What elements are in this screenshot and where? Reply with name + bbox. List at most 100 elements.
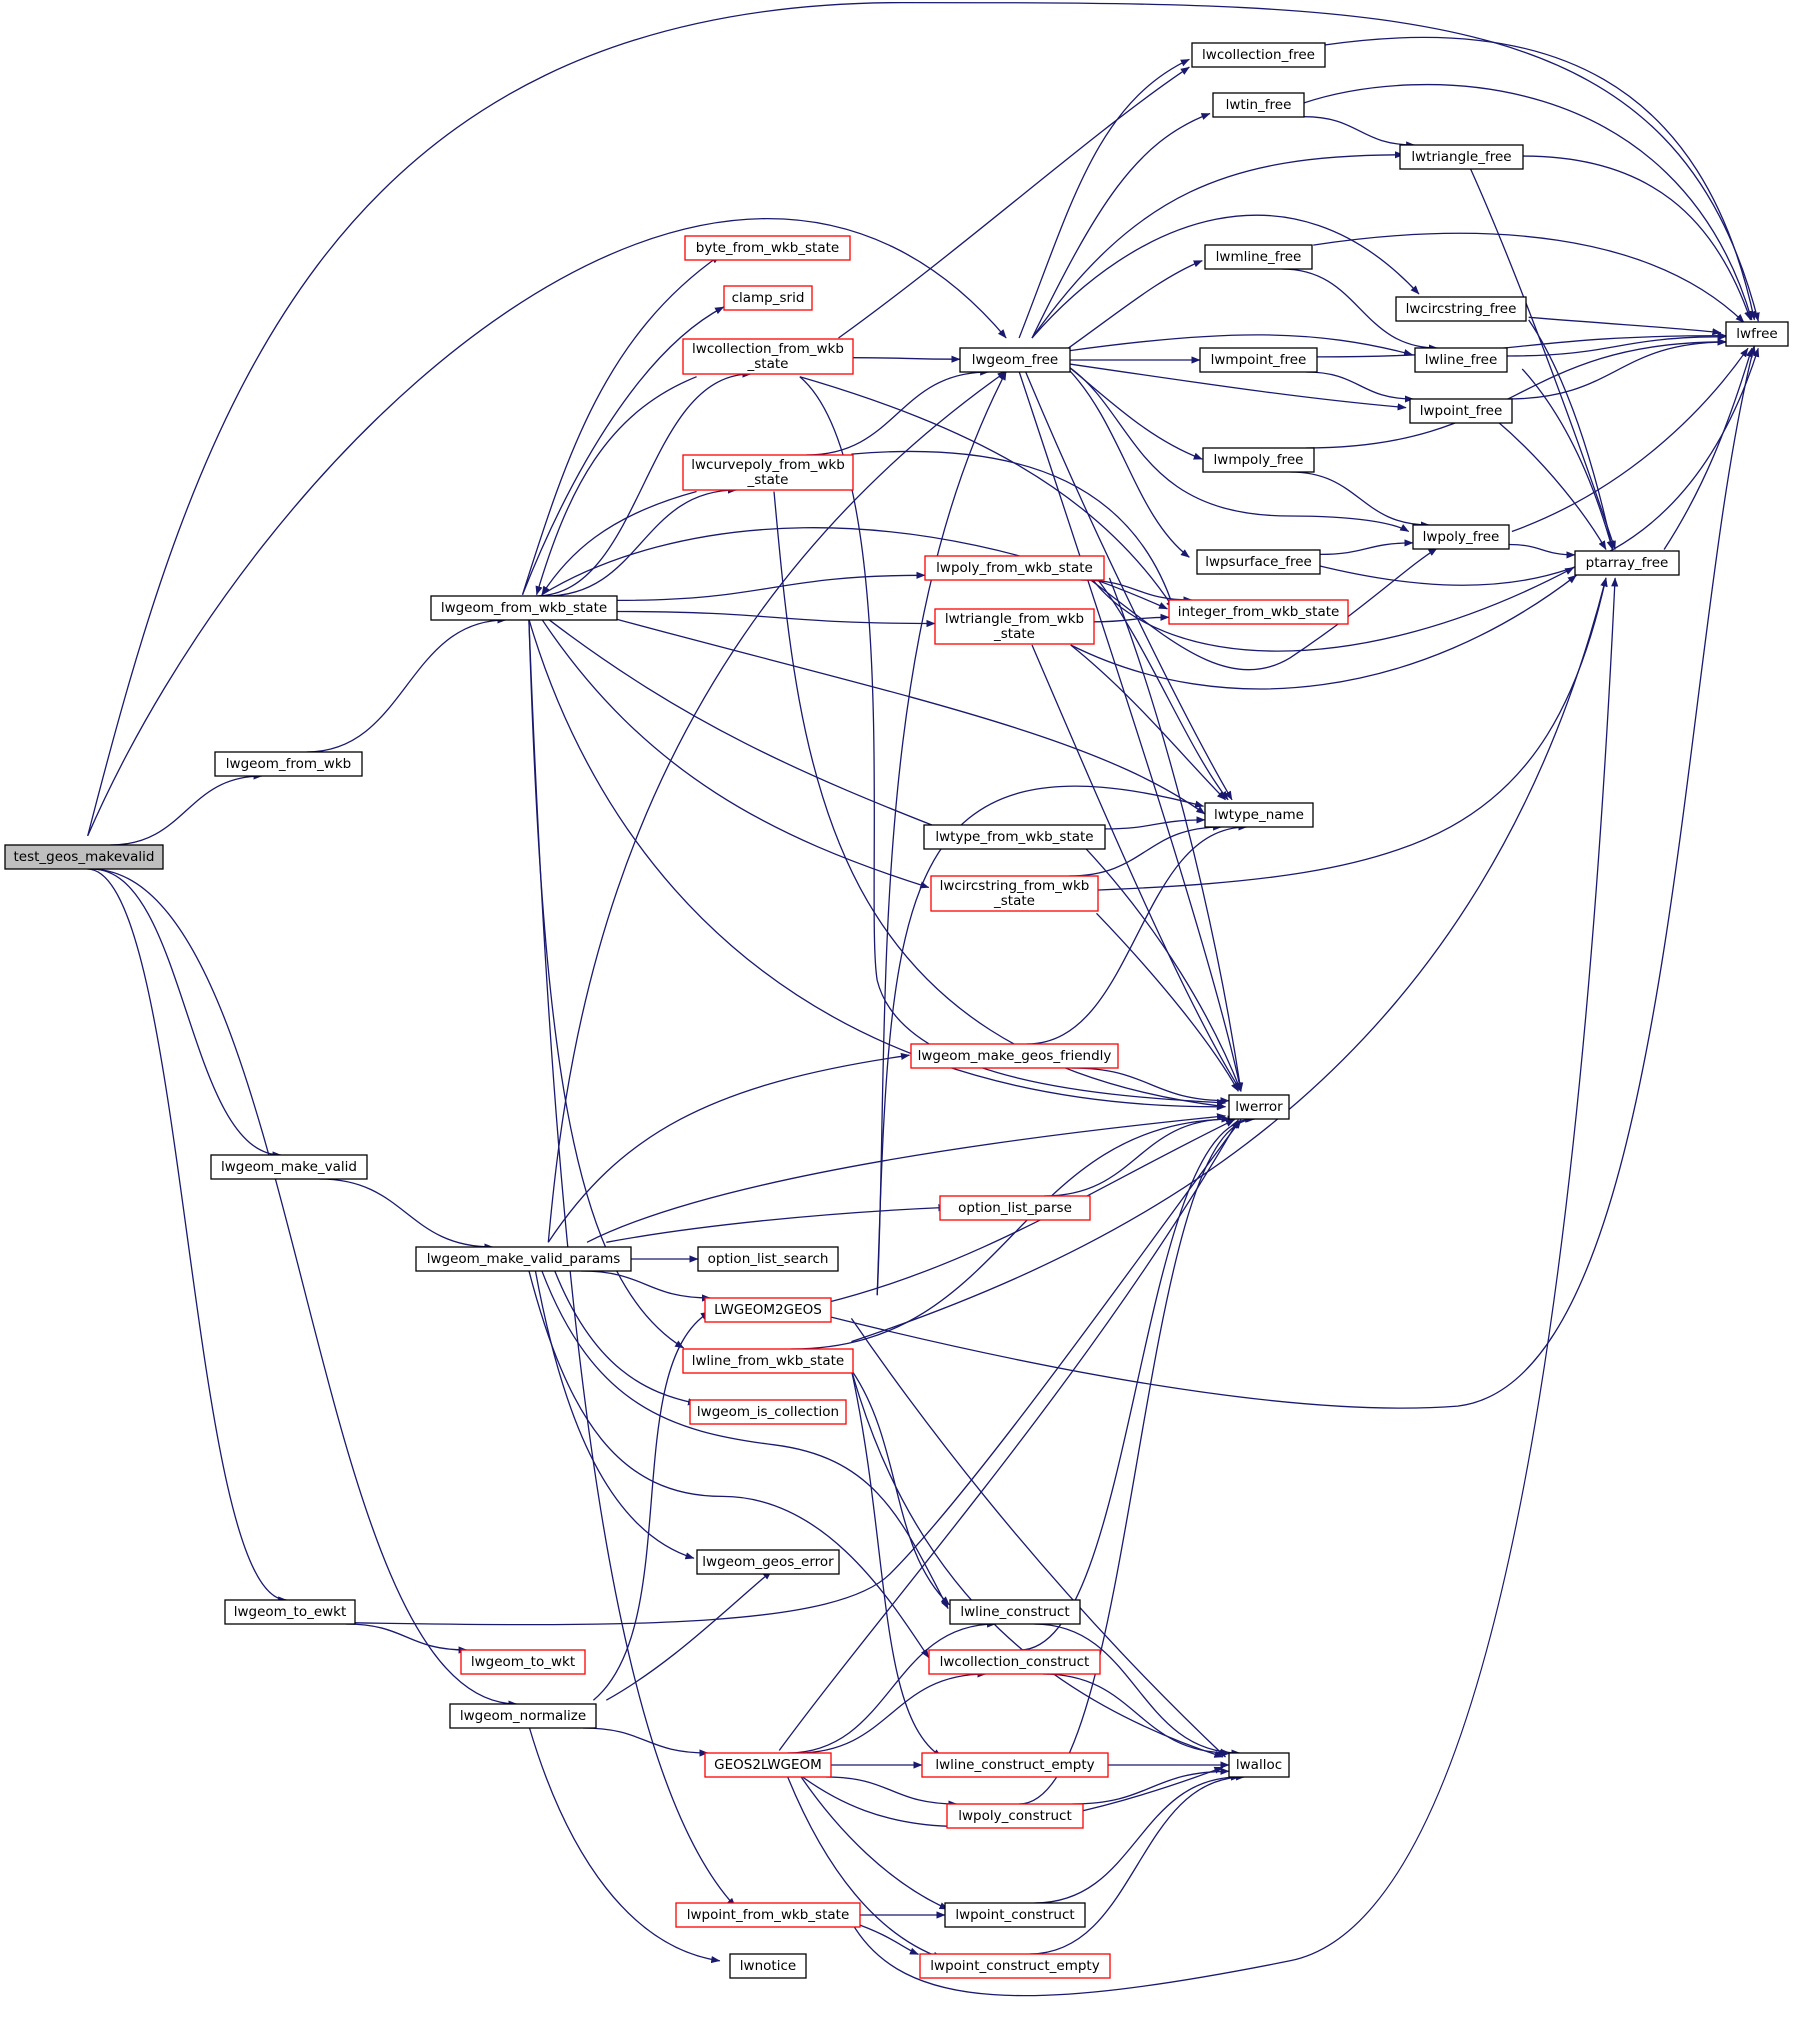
node-lwgeom_from_wkb_state[interactable]: lwgeom_from_wkb_state: [430, 595, 618, 621]
node-lwtype_name[interactable]: lwtype_name: [1204, 802, 1314, 828]
node-box[interactable]: [1399, 144, 1524, 170]
node-clamp_srid[interactable]: clamp_srid: [723, 285, 813, 311]
node-box[interactable]: [224, 1599, 356, 1625]
node-lwline_construct_empty[interactable]: lwline_construct_empty: [921, 1752, 1109, 1778]
node-box[interactable]: [1212, 92, 1305, 118]
node-lwcircstring_free[interactable]: lwcircstring_free: [1395, 296, 1527, 322]
node-box[interactable]: [460, 1649, 586, 1675]
node-lwgeom_from_wkb[interactable]: lwgeom_from_wkb: [214, 751, 363, 777]
node-option_list_search[interactable]: option_list_search: [697, 1246, 839, 1272]
node-lwtin_free[interactable]: lwtin_free: [1212, 92, 1305, 118]
node-lwmpoly_free[interactable]: lwmpoly_free: [1202, 447, 1315, 473]
node-box[interactable]: [704, 1752, 832, 1778]
node-box[interactable]: [1202, 447, 1315, 473]
node-box[interactable]: [949, 1599, 1081, 1625]
node-box[interactable]: [214, 751, 363, 777]
node-lwpoly_free[interactable]: lwpoly_free: [1412, 524, 1510, 550]
node-lwpoint_from_wkb_state[interactable]: lwpoint_from_wkb_state: [675, 1902, 861, 1928]
node-lwpoly_from_wkb_state[interactable]: lwpoly_from_wkb_state: [924, 555, 1105, 581]
node-lwgeom_make_valid[interactable]: lwgeom_make_valid: [210, 1154, 368, 1180]
node-lwpsurface_free[interactable]: lwpsurface_free: [1196, 549, 1321, 575]
node-lwcollection_construct[interactable]: lwcollection_construct: [928, 1649, 1101, 1675]
node-lwpoint_free[interactable]: lwpoint_free: [1409, 398, 1513, 424]
node-lwnotice[interactable]: lwnotice: [729, 1953, 807, 1979]
node-lwgeom_to_wkt[interactable]: lwgeom_to_wkt: [460, 1649, 586, 1675]
node-box[interactable]: [430, 595, 618, 621]
node-box[interactable]: [921, 1752, 1109, 1778]
node-byte_from_wkb_state[interactable]: byte_from_wkb_state: [684, 235, 851, 261]
node-box[interactable]: [928, 1649, 1101, 1675]
node-box[interactable]: [704, 1297, 832, 1323]
node-box[interactable]: [415, 1246, 632, 1272]
node-lwmline_free[interactable]: lwmline_free: [1204, 244, 1313, 270]
node-box[interactable]: [675, 1902, 861, 1928]
node-lwline_construct[interactable]: lwline_construct: [949, 1599, 1081, 1625]
node-lwalloc[interactable]: lwalloc: [1228, 1752, 1290, 1778]
node-lwtriangle_from_wkb_state[interactable]: lwtriangle_from_wkb_state: [934, 608, 1095, 645]
node-box[interactable]: [1199, 347, 1318, 373]
node-lwgeom_to_ewkt[interactable]: lwgeom_to_ewkt: [224, 1599, 356, 1625]
node-box[interactable]: [682, 1348, 854, 1374]
node-box[interactable]: [1196, 549, 1321, 575]
node-integer_from_wkb_state[interactable]: integer_from_wkb_state: [1168, 599, 1349, 625]
node-test_geos_makevalid[interactable]: test_geos_makevalid: [4, 844, 164, 870]
node-lwgeom_make_valid_params[interactable]: lwgeom_make_valid_params: [415, 1246, 632, 1272]
node-box[interactable]: [919, 1953, 1111, 1979]
node-lwerror[interactable]: lwerror: [1228, 1094, 1290, 1120]
node-box[interactable]: [1574, 550, 1680, 576]
node-box[interactable]: [946, 1803, 1084, 1829]
node-box[interactable]: [210, 1154, 368, 1180]
node-box[interactable]: [1228, 1752, 1290, 1778]
node-lwcurvepoly_from_wkb_state[interactable]: lwcurvepoly_from_wkb_state: [682, 454, 854, 491]
node-lwcollection_free[interactable]: lwcollection_free: [1191, 42, 1326, 68]
node-box[interactable]: [923, 824, 1106, 850]
node-box[interactable]: [1204, 802, 1314, 828]
node-box[interactable]: [1168, 599, 1349, 625]
node-box[interactable]: [449, 1703, 597, 1729]
node-lwgeom_make_geos_friendly[interactable]: lwgeom_make_geos_friendly: [910, 1043, 1119, 1069]
node-LWGEOM2GEOS[interactable]: LWGEOM2GEOS: [704, 1297, 832, 1323]
node-lwpoint_construct[interactable]: lwpoint_construct: [944, 1902, 1086, 1928]
node-lwpoly_construct[interactable]: lwpoly_construct: [946, 1803, 1084, 1829]
node-box[interactable]: [924, 555, 1105, 581]
node-lwgeom_geos_error[interactable]: lwgeom_geos_error: [696, 1549, 840, 1575]
node-lwtriangle_free[interactable]: lwtriangle_free: [1399, 144, 1524, 170]
node-box[interactable]: [723, 285, 813, 311]
node-box[interactable]: [1204, 244, 1313, 270]
node-box[interactable]: [944, 1902, 1086, 1928]
node-box[interactable]: [934, 608, 1095, 645]
node-lwtype_from_wkb_state[interactable]: lwtype_from_wkb_state: [923, 824, 1106, 850]
node-lwcircstring_from_wkb_state[interactable]: lwcircstring_from_wkb_state: [930, 875, 1099, 912]
node-box[interactable]: [682, 454, 854, 491]
node-box[interactable]: [1228, 1094, 1290, 1120]
node-box[interactable]: [910, 1043, 1119, 1069]
node-lwmpoint_free[interactable]: lwmpoint_free: [1199, 347, 1318, 373]
node-box[interactable]: [696, 1549, 840, 1575]
node-box[interactable]: [689, 1399, 847, 1425]
node-lwgeom_normalize[interactable]: lwgeom_normalize: [449, 1703, 597, 1729]
node-lwline_free[interactable]: lwline_free: [1414, 347, 1508, 373]
node-box[interactable]: [4, 844, 164, 870]
node-box[interactable]: [1412, 524, 1510, 550]
node-box[interactable]: [959, 347, 1071, 373]
node-GEOS2LWGEOM[interactable]: GEOS2LWGEOM: [704, 1752, 832, 1778]
node-lwgeom_free[interactable]: lwgeom_free: [959, 347, 1071, 373]
node-box[interactable]: [682, 338, 854, 375]
node-box[interactable]: [1725, 321, 1789, 347]
node-option_list_parse[interactable]: option_list_parse: [939, 1195, 1091, 1221]
node-box[interactable]: [697, 1246, 839, 1272]
node-box[interactable]: [930, 875, 1099, 912]
node-lwpoint_construct_empty[interactable]: lwpoint_construct_empty: [919, 1953, 1111, 1979]
node-ptarray_free[interactable]: ptarray_free: [1574, 550, 1680, 576]
node-box[interactable]: [684, 235, 851, 261]
node-box[interactable]: [1409, 398, 1513, 424]
node-box[interactable]: [939, 1195, 1091, 1221]
node-lwfree[interactable]: lwfree: [1725, 321, 1789, 347]
node-lwgeom_is_collection[interactable]: lwgeom_is_collection: [689, 1399, 847, 1425]
node-box[interactable]: [1414, 347, 1508, 373]
node-box[interactable]: [1395, 296, 1527, 322]
node-lwcollection_from_wkb_state[interactable]: lwcollection_from_wkb_state: [682, 338, 854, 375]
node-lwline_from_wkb_state[interactable]: lwline_from_wkb_state: [682, 1348, 854, 1374]
node-box[interactable]: [729, 1953, 807, 1979]
node-box[interactable]: [1191, 42, 1326, 68]
